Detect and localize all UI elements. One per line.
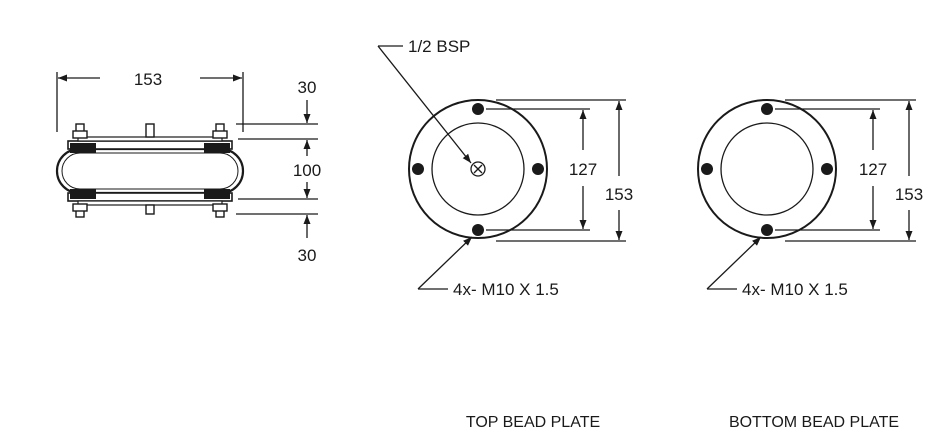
top-gap-dim-label: 30: [298, 78, 317, 97]
port-callout-label: 1/2 BSP: [408, 37, 470, 56]
bottom-bead-plate-view: 127 153 4x- M10 X 1.5 BOTTOM BEAD PLATE: [697, 99, 923, 431]
bottom-plate-caption: BOTTOM BEAD PLATE: [729, 414, 899, 431]
top-plate-caption: TOP BEAD PLATE: [466, 414, 600, 431]
bottom-holes-callout: 4x- M10 X 1.5: [706, 236, 848, 299]
bottom-outer-dim-label: 153: [895, 185, 923, 204]
top-holes-callout: 4x- M10 X 1.5: [417, 236, 559, 299]
port-fitting: [470, 161, 486, 177]
width-dimension: 153: [56, 70, 244, 132]
height-dimensions: 30 100 30: [236, 78, 321, 265]
top-inner-dim-label: 127: [569, 160, 597, 179]
bottom-studs: [72, 203, 228, 218]
top-bead-plate-view: 1/2 BSP 127 153 4x- M10 X 1.5 TOP BEAD P…: [377, 37, 633, 431]
top-outer-dim-label: 153: [605, 185, 633, 204]
width-dim-label: 153: [134, 70, 162, 89]
top-plate-dimensions: 127 153: [486, 99, 633, 242]
mounting-holes: [412, 103, 544, 236]
top-holes-label: 4x- M10 X 1.5: [453, 280, 559, 299]
bottom-inner-dim-label: 127: [859, 160, 887, 179]
side-view: 153: [55, 70, 321, 265]
top-studs: [72, 123, 228, 139]
bottom-holes-label: 4x- M10 X 1.5: [742, 280, 848, 299]
bellows-body: [55, 136, 245, 206]
bottom-gap-dim-label: 30: [298, 246, 317, 265]
port-callout: 1/2 BSP: [377, 37, 472, 164]
mounting-holes: [701, 103, 833, 236]
height-dim-label: 100: [293, 161, 321, 180]
bottom-plate-dimensions: 127 153: [775, 99, 923, 242]
